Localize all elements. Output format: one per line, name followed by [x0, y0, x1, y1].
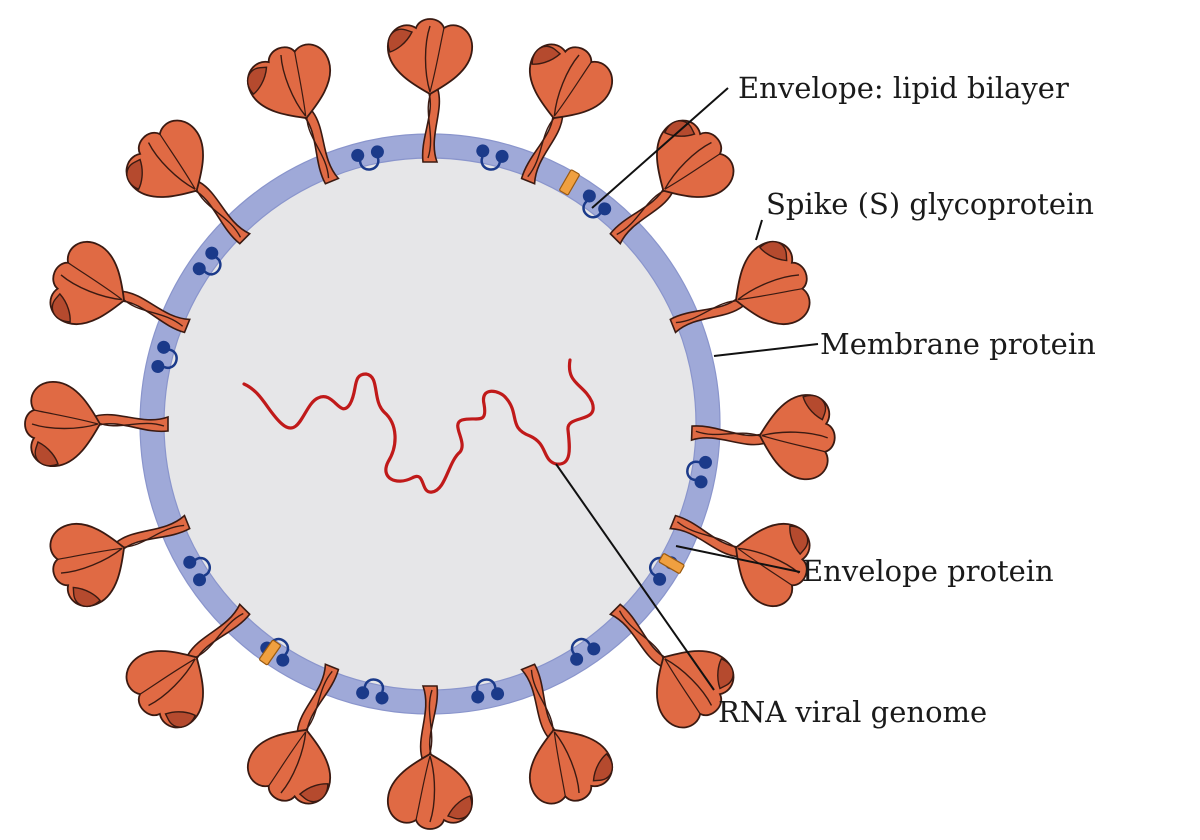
label-envelope-lipid-bilayer: Envelope: lipid bilayer [738, 71, 1069, 105]
label-rna-viral-genome: RNA viral genome [718, 695, 987, 729]
label-spike-glycoprotein: Spike (S) glycoprotein [766, 187, 1094, 221]
leader-envelope-lipid-bilayer [591, 87, 729, 209]
leader-membrane-protein [713, 343, 819, 357]
rna-viral-genome-strand [242, 358, 595, 494]
label-envelope-protein: Envelope protein [802, 554, 1054, 588]
leader-lines [555, 87, 819, 691]
label-membrane-protein: Membrane protein [820, 327, 1096, 361]
leader-spike-glycoprotein [755, 219, 763, 241]
leader-rna-viral-genome [555, 463, 715, 691]
leader-envelope-protein [675, 545, 801, 573]
